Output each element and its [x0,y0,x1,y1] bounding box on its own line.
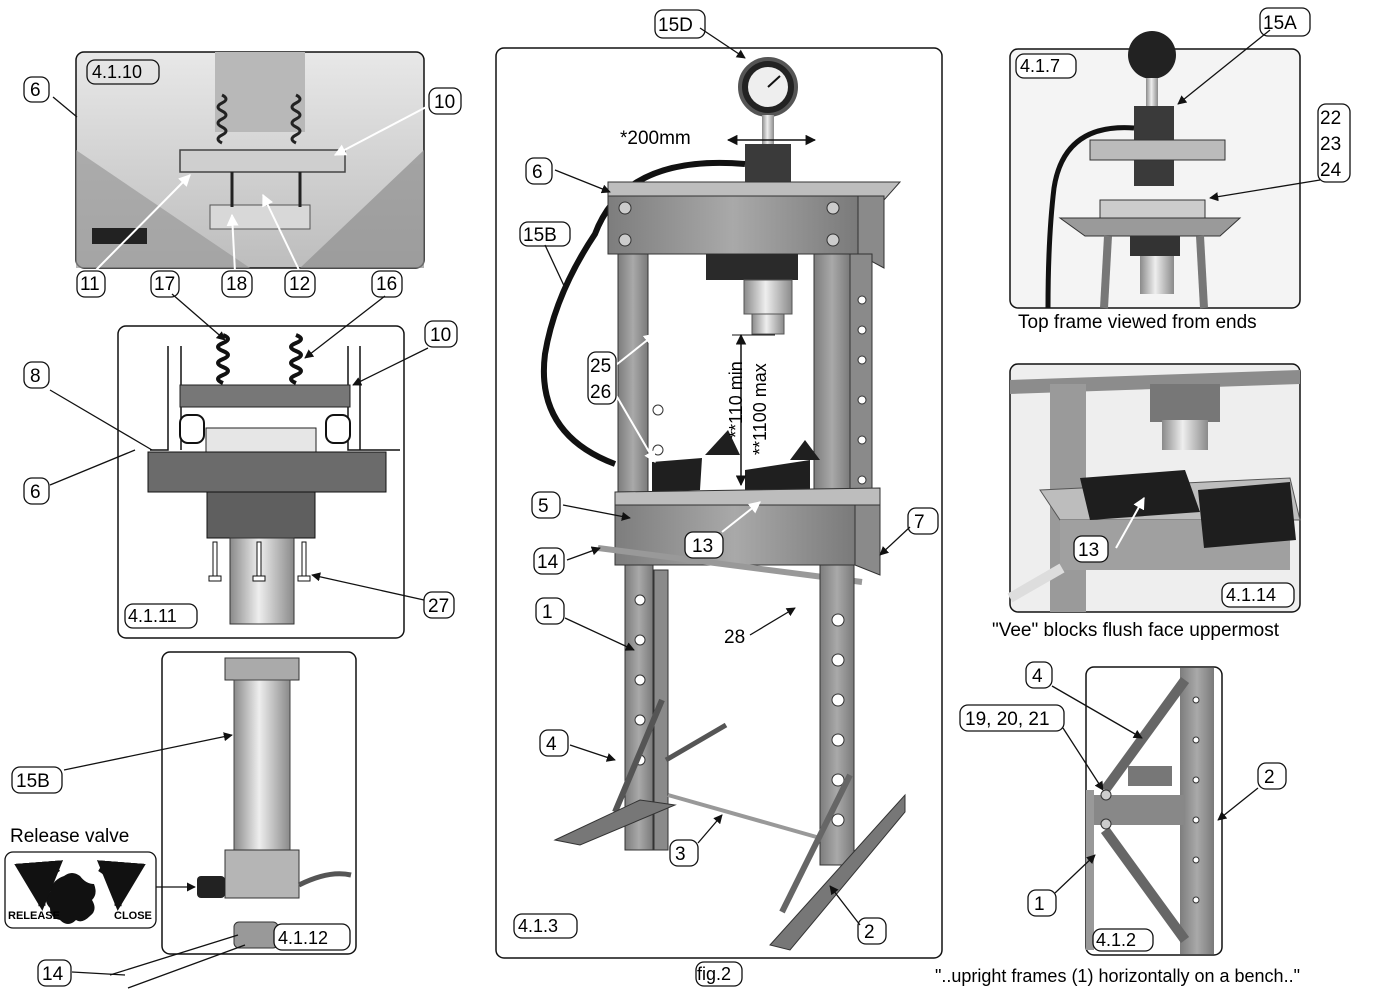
panel-4-1-2: 4.1.2 [1085,666,1223,956]
panel-label-4-1-11: 4.1.11 [128,606,177,626]
panel-4-1-7: 4.1.7 [1009,31,1301,309]
callout-15Bb: 15B [523,225,557,246]
callout-4b: 4 [1032,666,1043,687]
callout-18: 18 [226,274,247,295]
callout-6b: 6 [30,482,41,503]
pump-drawing [197,657,352,949]
callout-25: 25 [590,356,611,377]
callout-27: 27 [428,596,449,617]
panel-label-4-1-12: 4.1.12 [278,928,328,948]
leader-lines [49,27,1321,989]
callout-1b: 1 [1034,894,1045,915]
callout-26: 26 [590,382,611,403]
callout-14: 14 [42,964,64,985]
panel-4-1-11: 4.1.11 [117,325,405,639]
callout-13: 13 [692,536,713,557]
callout-16: 16 [376,274,397,295]
panel-4-1-3: *200mm **110 min **1100 max 4.1.3 [495,47,943,959]
panel-4-1-12: 4.1.12 [161,651,357,955]
callout-11: 11 [80,274,100,295]
callout-15B: 15B [16,771,50,792]
callout-10b: 10 [430,325,451,346]
callout-3: 3 [675,844,686,865]
upright-frame-photo [1086,668,1214,954]
figure-footnote: "..upright frames (1) horizontally on a … [935,966,1300,986]
callout-19-20-21: 19, 20, 21 [965,709,1050,730]
max-height-annotation: **1100 max [750,363,770,455]
min-height-annotation: **110 min [726,361,746,438]
top-frame-photo [1045,31,1242,309]
callout-2b: 2 [1264,767,1275,788]
release-valve-title: Release valve [10,826,129,847]
callout-5: 5 [538,496,549,517]
callout-22: 22 [1320,108,1341,129]
valve-knob-icon [14,860,146,924]
callout-2: 2 [864,922,875,943]
callout-28: 28 [724,627,745,648]
close-label: CLOSE [114,910,152,922]
panel-label-4-1-14: 4.1.14 [1226,585,1276,605]
panel-label-4-1-3: 4.1.3 [518,916,558,936]
callout-6: 6 [30,80,41,101]
panel-caption-4-1-14: "Vee" blocks flush face uppermost [992,620,1280,641]
panel-4-1-14: 4.1.14 [1007,363,1301,613]
press-drawing [540,57,906,951]
callout-7: 7 [914,512,925,533]
callout-6c: 6 [532,162,543,183]
panel-label-4-1-2: 4.1.2 [1096,930,1136,950]
callouts: 6 10 11 17 18 12 16 10 8 6 27 15B 14 15D… [11,7,1351,987]
callout-10: 10 [434,92,455,113]
callout-12: 12 [289,274,310,295]
panel-label-4-1-10: 4.1.10 [92,62,142,82]
release-valve-box: Release valve RELEASE CLOSE [4,826,157,929]
panel-label-4-1-7: 4.1.7 [1020,56,1060,76]
callout-24: 24 [1320,160,1342,181]
width-travel-annotation: *200mm [620,128,691,149]
figure-label: fig.2 [697,964,731,984]
callout-23: 23 [1320,134,1341,155]
callout-4: 4 [546,734,557,755]
ram-crossbar-drawing [147,333,400,625]
panel-4-1-10: 4.1.10 [75,51,425,269]
callout-1: 1 [542,602,553,623]
callout-15D: 15D [658,15,693,36]
callout-8: 8 [30,366,41,387]
callout-14b: 14 [537,552,559,573]
callout-15A: 15A [1263,13,1297,34]
callout-13b: 13 [1078,540,1099,561]
callout-17: 17 [154,274,175,295]
release-label: RELEASE [8,910,60,922]
panel-caption-4-1-7: Top frame viewed from ends [1018,312,1257,333]
crossbar-photo [76,52,424,268]
